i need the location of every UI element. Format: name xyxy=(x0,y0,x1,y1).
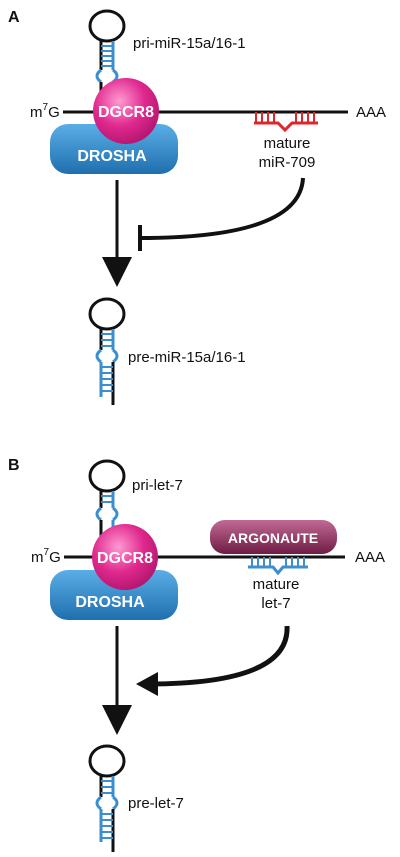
hairpin-loop xyxy=(88,9,126,43)
activation-connector xyxy=(147,625,290,687)
inhibition-connector xyxy=(139,177,305,240)
drosha-label-b: DROSHA xyxy=(75,594,145,611)
mature-label-b2: let-7 xyxy=(261,595,290,612)
hairpin-base-pairs xyxy=(101,45,113,67)
panel-b-letter: B xyxy=(8,457,20,474)
pre-hairpin-b xyxy=(88,744,126,852)
pri-label-b: pri-let-7 xyxy=(132,477,183,494)
pre-hairpin-a xyxy=(88,297,126,405)
drosha-protein-b xyxy=(50,570,178,620)
mir709-duplex xyxy=(254,112,318,133)
argonaute-protein xyxy=(210,520,337,554)
panel-a: A pri-miR-15a/16-1 m7G AAA DROSHA DGCR8 xyxy=(8,9,386,405)
pri-label-a: pri-miR-15a/16-1 xyxy=(133,35,246,52)
mature-label-a1: mature xyxy=(264,135,311,152)
dgcr8-protein-a xyxy=(93,78,159,144)
dgcr8-protein-b xyxy=(92,524,158,590)
panel-a-letter: A xyxy=(8,9,20,26)
dgcr8-label-b: DGCR8 xyxy=(97,550,153,567)
drosha-label-a: DROSHA xyxy=(77,148,147,165)
activation-arrowhead xyxy=(136,672,158,696)
hairpin-bulge xyxy=(95,68,119,84)
argonaute-label: ARGONAUTE xyxy=(228,530,318,546)
pre-label-a: pre-miR-15a/16-1 xyxy=(128,349,246,366)
pre-label-b: pre-let-7 xyxy=(128,795,184,812)
cap-label-b: m7G xyxy=(31,547,61,566)
polya-label-b: AAA xyxy=(355,549,385,566)
mature-label-a2: miR-709 xyxy=(259,154,316,171)
mature-label-b1: mature xyxy=(253,576,300,593)
let7-duplex xyxy=(248,557,308,576)
cap-label-a: m7G xyxy=(30,102,60,121)
panel-b: B pri-let-7 m7G AAA DROSHA DGCR8 ARGONAU… xyxy=(8,457,385,852)
dgcr8-label-a: DGCR8 xyxy=(98,104,154,121)
polya-label-a: AAA xyxy=(356,104,386,121)
